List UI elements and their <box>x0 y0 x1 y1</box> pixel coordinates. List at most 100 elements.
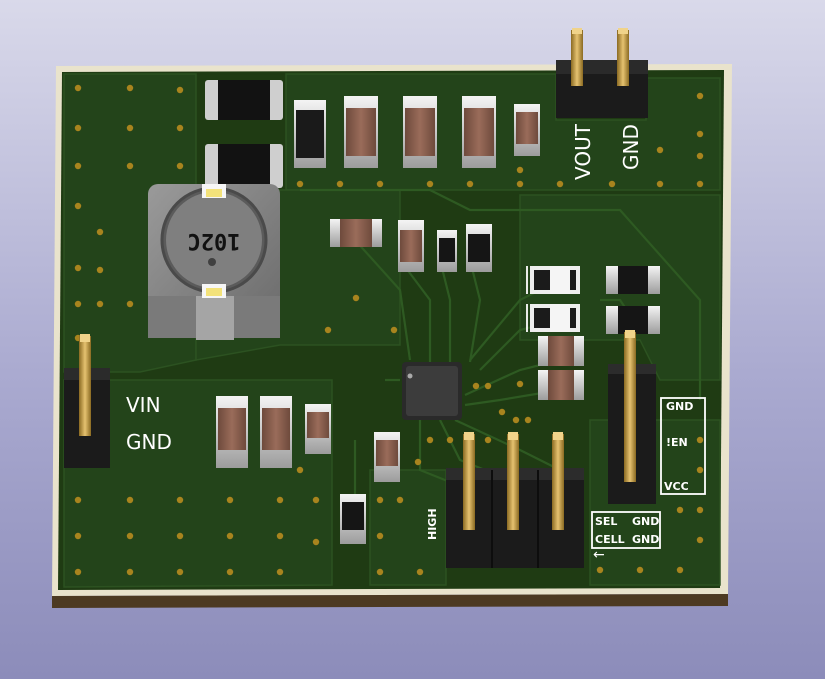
sel-label: SEL <box>595 515 617 528</box>
via <box>96 228 104 236</box>
via <box>176 162 184 170</box>
via <box>676 506 684 514</box>
via <box>126 84 134 92</box>
sel-gnd-label: GND <box>632 515 659 528</box>
cell-gnd-label: GND <box>632 533 659 546</box>
via <box>696 152 704 160</box>
via <box>126 162 134 170</box>
via <box>312 538 320 546</box>
via <box>376 496 384 504</box>
top-row-capacitors <box>294 96 540 168</box>
enable-header <box>608 330 656 504</box>
via <box>696 180 704 188</box>
via <box>176 124 184 132</box>
via <box>312 496 320 504</box>
high-label: HIGH <box>426 508 439 540</box>
via <box>296 180 304 188</box>
via <box>74 202 82 210</box>
via <box>516 180 524 188</box>
via <box>74 568 82 576</box>
via <box>524 416 532 424</box>
silkscreen-labels: VIN GND VOUT GND HIGH GND !EN VCC SEL GN… <box>126 123 693 563</box>
output-header <box>556 28 648 118</box>
via <box>696 130 704 138</box>
via <box>676 566 684 574</box>
arrow-label: ← <box>593 547 605 563</box>
top-left-power-parts <box>205 80 283 188</box>
via <box>376 568 384 576</box>
via <box>74 532 82 540</box>
via <box>324 326 332 334</box>
via <box>596 566 604 574</box>
via <box>556 180 564 188</box>
via <box>226 532 234 540</box>
via <box>176 532 184 540</box>
via <box>696 506 704 514</box>
via <box>96 266 104 274</box>
power-inductor: 102C <box>148 184 280 340</box>
via <box>276 568 284 576</box>
via <box>608 180 616 188</box>
gnd-output-label: GND <box>619 124 643 170</box>
via <box>516 380 524 388</box>
via <box>416 568 424 576</box>
via <box>74 300 82 308</box>
via <box>352 294 360 302</box>
main-ic <box>402 362 462 420</box>
via <box>74 84 82 92</box>
via <box>126 300 134 308</box>
vcc-label: VCC <box>664 480 689 493</box>
via <box>176 86 184 94</box>
input-header <box>64 334 110 468</box>
via <box>226 496 234 504</box>
via <box>696 92 704 100</box>
middle-passives <box>330 219 492 272</box>
via <box>656 180 664 188</box>
via <box>126 568 134 576</box>
via <box>126 496 134 504</box>
via <box>126 532 134 540</box>
bottom-left-capacitors <box>216 396 400 544</box>
via <box>226 568 234 576</box>
via <box>276 496 284 504</box>
via-field <box>74 84 704 576</box>
via <box>512 416 520 424</box>
cell-label: CELL <box>595 533 625 546</box>
right-passives <box>530 266 660 400</box>
via <box>446 436 454 444</box>
via <box>426 180 434 188</box>
via <box>336 180 344 188</box>
via <box>390 326 398 334</box>
via <box>696 466 704 474</box>
via <box>74 264 82 272</box>
via <box>296 466 304 474</box>
via <box>74 124 82 132</box>
via <box>74 496 82 504</box>
via <box>498 408 506 416</box>
via <box>426 436 434 444</box>
via <box>484 436 492 444</box>
gnd-input-label: GND <box>126 430 172 454</box>
via <box>126 124 134 132</box>
via <box>176 496 184 504</box>
via <box>466 180 474 188</box>
via <box>376 532 384 540</box>
via <box>636 566 644 574</box>
via <box>376 180 384 188</box>
via <box>276 532 284 540</box>
vout-label: VOUT <box>571 123 595 180</box>
gnd-enable-label: GND <box>666 400 693 413</box>
en-label: !EN <box>666 436 688 449</box>
via <box>396 496 404 504</box>
via <box>656 146 664 154</box>
via <box>516 166 524 174</box>
via <box>484 382 492 390</box>
selection-headers <box>446 432 584 568</box>
via <box>696 536 704 544</box>
via <box>696 436 704 444</box>
via <box>414 458 422 466</box>
inductor-marking: 102C <box>188 228 241 253</box>
via <box>176 568 184 576</box>
silkscreen-boxes <box>526 266 706 549</box>
